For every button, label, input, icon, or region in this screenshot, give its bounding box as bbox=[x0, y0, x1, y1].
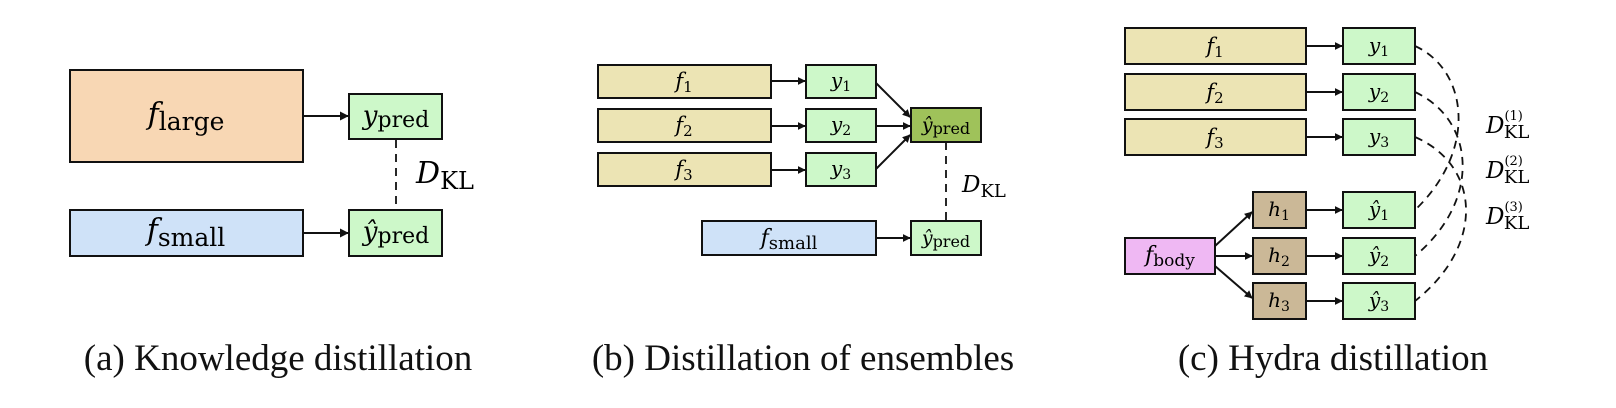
panel-b-ensemble-distillation: f1 f2 f3 y1 y2 y3 ŷpred fsm bbox=[592, 64, 1014, 379]
arrow-body-to-head3 bbox=[1214, 265, 1253, 299]
head-output-label-1: ŷ1 bbox=[1368, 197, 1389, 224]
kl-curve-1 bbox=[1414, 45, 1460, 211]
student-model-label: fsmall bbox=[759, 226, 818, 254]
hydra-model-label-3: f3 bbox=[1204, 125, 1223, 152]
ensemble-output-label-2: y2 bbox=[830, 112, 851, 139]
y-pred-label: ypred bbox=[362, 101, 429, 133]
hydra-model-box-3 bbox=[1124, 118, 1307, 156]
head-output-label-3: ŷ3 bbox=[1368, 288, 1389, 315]
f-large-box bbox=[69, 69, 304, 163]
ensemble-output-label-1: y1 bbox=[830, 68, 851, 95]
hydra-output-box-1 bbox=[1342, 27, 1416, 65]
ensemble-model-label-3: f3 bbox=[673, 157, 692, 184]
head-label-3: h3 bbox=[1268, 288, 1290, 315]
kl-curve-3 bbox=[1414, 136, 1467, 302]
hydra-output-label-2: y2 bbox=[1368, 79, 1389, 106]
ensemble-pred-label: ŷpred bbox=[921, 114, 970, 138]
arrow-output3-to-ensemble bbox=[875, 134, 911, 170]
body-box bbox=[1124, 237, 1216, 275]
kl-term-label-2: D(2)KL bbox=[1485, 154, 1529, 188]
yhat-pred-box bbox=[348, 209, 443, 257]
arrow-body-to-head1 bbox=[1214, 211, 1253, 247]
hydra-model-label-1: f1 bbox=[1204, 34, 1223, 61]
caption-c: (c) Hydra distillation bbox=[1178, 338, 1488, 379]
head-output-box-2 bbox=[1342, 237, 1416, 275]
hydra-model-label-2: f2 bbox=[1204, 80, 1223, 107]
kl-term-label-3: D(3)KL bbox=[1485, 200, 1529, 234]
kl-label-b: DKL bbox=[961, 172, 1006, 202]
head-label-1: h1 bbox=[1268, 197, 1290, 224]
hydra-output-label-3: y3 bbox=[1368, 124, 1389, 151]
head-output-box-1 bbox=[1342, 191, 1416, 229]
kl-term-label-1: D(1)KL bbox=[1485, 109, 1529, 143]
head-box-1 bbox=[1252, 191, 1307, 229]
kl-curve-2 bbox=[1414, 91, 1464, 257]
caption-a: (a) Knowledge distillation bbox=[84, 338, 472, 379]
hydra-output-label-1: y1 bbox=[1368, 33, 1389, 60]
hydra-model-box-1 bbox=[1124, 27, 1307, 65]
panel-a-knowledge-distillation: flarge ypred fsmall ŷpred DKL (a) Knowle… bbox=[69, 69, 474, 379]
ensemble-output-box-3 bbox=[805, 152, 877, 187]
ensemble-model-label-1: f1 bbox=[673, 69, 692, 96]
ensemble-model-box-2 bbox=[597, 108, 772, 143]
head-label-2: h2 bbox=[1268, 243, 1290, 270]
student-pred-label: ŷpred bbox=[921, 227, 970, 251]
ensemble-model-box-3 bbox=[597, 152, 772, 187]
caption-b: (b) Distillation of ensembles bbox=[592, 338, 1014, 379]
ensemble-model-label-2: f2 bbox=[673, 113, 692, 140]
y-pred-box bbox=[348, 93, 443, 140]
ensemble-pred-box bbox=[910, 107, 982, 143]
arrow-output1-to-ensemble bbox=[875, 82, 911, 118]
student-pred-box bbox=[910, 220, 982, 256]
hydra-model-box-2 bbox=[1124, 73, 1307, 111]
hydra-output-box-3 bbox=[1342, 118, 1416, 156]
kl-label: DKL bbox=[415, 156, 474, 195]
head-box-2 bbox=[1252, 237, 1307, 275]
head-output-label-2: ŷ2 bbox=[1368, 243, 1389, 270]
ensemble-output-box-1 bbox=[805, 64, 877, 99]
ensemble-output-label-3: y3 bbox=[830, 156, 851, 183]
yhat-pred-label: ŷpred bbox=[362, 217, 429, 249]
panel-c-hydra-distillation: f1 f2 f3 y1 y2 y3 fbody h1 bbox=[1124, 27, 1529, 379]
